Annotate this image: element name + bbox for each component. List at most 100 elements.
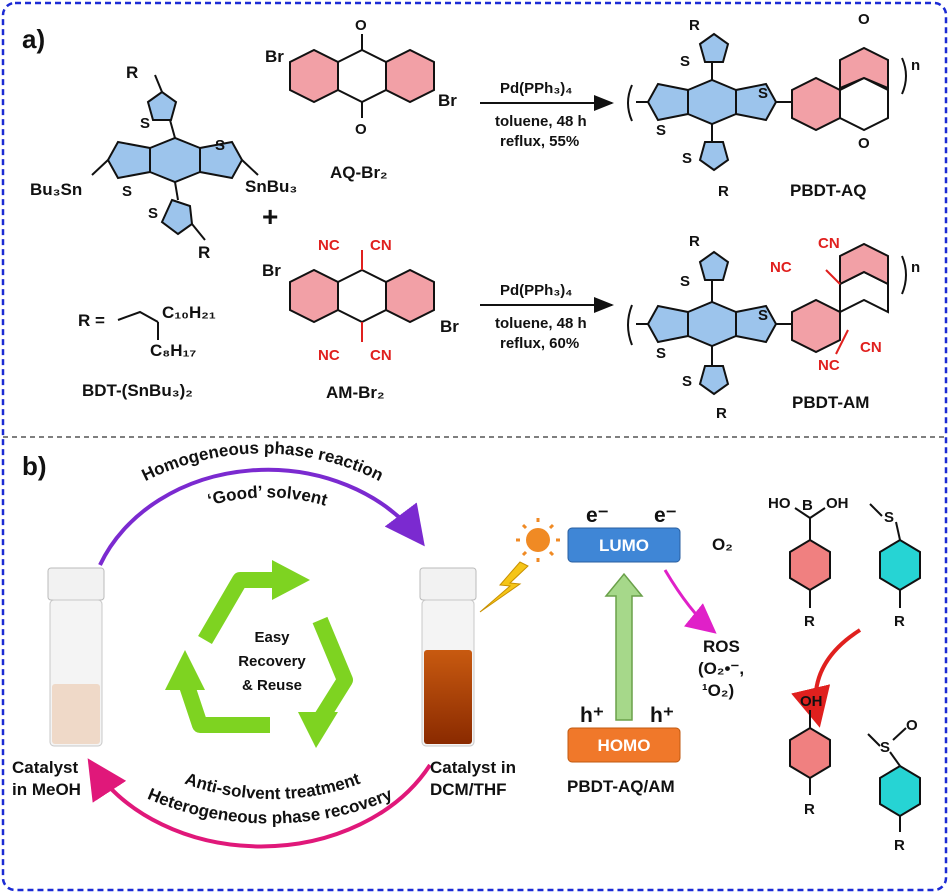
aq-monomer: O O Br Br AQ-Br₂ xyxy=(265,17,457,182)
pbdt-am-s-4: S xyxy=(682,373,692,390)
pbdt-aq-o-bottom: O xyxy=(858,135,870,152)
sun-icon xyxy=(516,518,560,562)
oxidation-arrow xyxy=(791,628,862,728)
bdt-name: BDT-(SnBu₃)₂ xyxy=(82,381,193,400)
pbdt-aq-s-4: S xyxy=(682,150,692,167)
o2-label: O₂ xyxy=(712,535,733,554)
electron-right: e⁻ xyxy=(654,504,677,527)
sulfoxide xyxy=(867,727,921,832)
recycle-icon xyxy=(165,560,353,748)
pbdt-aq-s-3: S xyxy=(656,122,666,139)
bdt-monomer: S R S S Bu₃Sn SnBu₃ S R R = C₁₀H₂₁ C₈H₁₇… xyxy=(30,63,297,400)
bdt-r-top: R xyxy=(126,63,138,82)
r-chain-bottom: C₈H₁₇ xyxy=(150,341,197,360)
am-br-right: Br xyxy=(440,317,459,336)
lumo-label: LUMO xyxy=(599,536,649,555)
sulfide-r: R xyxy=(894,613,905,630)
pbdt-am-s-2: S xyxy=(758,307,768,324)
o2-to-ros-arrow xyxy=(663,569,717,634)
pbdt-am-structure xyxy=(627,242,907,396)
pbdt-aq-r-top: R xyxy=(689,17,700,34)
arc-text-top-2: ‘Good’ solvent xyxy=(205,482,329,509)
vial-left xyxy=(47,567,105,747)
bdt-core-s-left: S xyxy=(122,183,132,200)
boronic-r: R xyxy=(804,613,815,630)
vial-right xyxy=(419,567,477,747)
sulfoxide-r: R xyxy=(894,837,905,854)
pbdt-am-r-bottom: R xyxy=(716,405,727,422)
bdt-bottom-thiophene-s: S xyxy=(148,205,158,222)
bdt-left-group: Bu₃Sn xyxy=(30,180,82,199)
pbdt-am-s-3: S xyxy=(656,345,666,362)
arc-text-bottom-1: Anti-solvent treatment xyxy=(183,769,363,803)
pbdt-am-r-top: R xyxy=(689,233,700,250)
am-top-cn: CN xyxy=(370,237,392,254)
polymer-label: PBDT-AQ/AM xyxy=(567,777,675,796)
vial-right-caption-2: DCM/THF xyxy=(430,780,506,799)
am-br-left: Br xyxy=(262,261,281,280)
boronic-acid xyxy=(789,507,831,608)
electron-left: e⁻ xyxy=(586,504,609,527)
phenol-r: R xyxy=(804,801,815,818)
vial-left-caption-2: in MeOH xyxy=(12,780,81,799)
homo-label: HOMO xyxy=(598,736,651,755)
ros-label: ROS xyxy=(703,637,740,656)
am-bottom-cn: CN xyxy=(370,347,392,364)
arc-text-top-1: Homogeneous phase reaction xyxy=(139,438,387,484)
pbdt-aq-s-1: S xyxy=(680,53,690,70)
lightning-icon xyxy=(479,561,529,613)
panel-b-label: b) xyxy=(22,451,47,481)
pbdt-aq-r-bottom: R xyxy=(718,183,729,200)
aq-bottom-oxygen: O xyxy=(355,121,367,138)
am-top-nc: NC xyxy=(318,237,340,254)
pbdt-am-nc-top: NC xyxy=(770,259,792,276)
boronic-ho: HO xyxy=(768,495,791,512)
pbdt-aq-o-top: O xyxy=(858,11,870,28)
top-conditions-2: reflux, 55% xyxy=(500,133,579,150)
vial-left-caption-1: Catalyst xyxy=(12,758,78,777)
arc-homogeneous xyxy=(98,467,425,566)
pbdt-aq-n: n xyxy=(911,57,920,74)
aq-br-left: Br xyxy=(265,47,284,66)
aq-br-right: Br xyxy=(438,91,457,110)
phenol xyxy=(789,710,831,795)
sulfide xyxy=(869,503,921,608)
pbdt-am-name: PBDT-AM xyxy=(792,393,869,412)
boronic-oh: OH xyxy=(826,495,849,512)
sulfide-s: S xyxy=(884,509,894,526)
bottom-conditions-2: reflux, 60% xyxy=(500,335,579,352)
recycle-text-1: Easy xyxy=(254,629,290,646)
top-conditions-1: toluene, 48 h xyxy=(495,113,587,130)
hole-right: h⁺ xyxy=(650,704,674,727)
plus-sign: + xyxy=(262,201,278,232)
aq-name: AQ-Br₂ xyxy=(330,163,388,182)
lumo-box xyxy=(567,527,681,563)
pbdt-am-cn-top: CN xyxy=(818,235,840,252)
sulfoxide-o: O xyxy=(906,717,918,734)
bottom-conditions-1: toluene, 48 h xyxy=(495,315,587,332)
pbdt-aq-structure xyxy=(627,32,907,172)
excitation-arrow xyxy=(604,572,644,721)
hole-left: h⁺ xyxy=(580,704,604,727)
homo-box xyxy=(567,727,681,763)
recycle-text-2: Recovery xyxy=(238,653,306,670)
aq-top-oxygen: O xyxy=(355,17,367,34)
pbdt-am-nc-bottom: NC xyxy=(818,357,840,374)
pbdt-aq-s-2: S xyxy=(758,85,768,102)
am-bottom-nc: NC xyxy=(318,347,340,364)
boronic-b: B xyxy=(802,497,813,514)
pbdt-am-s-1: S xyxy=(680,273,690,290)
ros-singlet-oxygen: ¹O₂) xyxy=(702,681,734,700)
bdt-r-bottom: R xyxy=(198,243,210,262)
r-definition-prefix: R = xyxy=(78,311,105,330)
recycle-text-3: & Reuse xyxy=(242,677,302,694)
panel-a-label: a) xyxy=(22,24,45,54)
phenol-oh: OH xyxy=(800,693,823,710)
vial-right-caption-1: Catalyst in xyxy=(430,758,516,777)
arc-heterogeneous xyxy=(87,758,432,849)
top-catalyst: Pd(PPh₃)₄ xyxy=(500,80,572,97)
sulfoxide-s: S xyxy=(880,739,890,756)
pbdt-am-n: n xyxy=(911,259,920,276)
pbdt-aq-name: PBDT-AQ xyxy=(790,181,867,200)
